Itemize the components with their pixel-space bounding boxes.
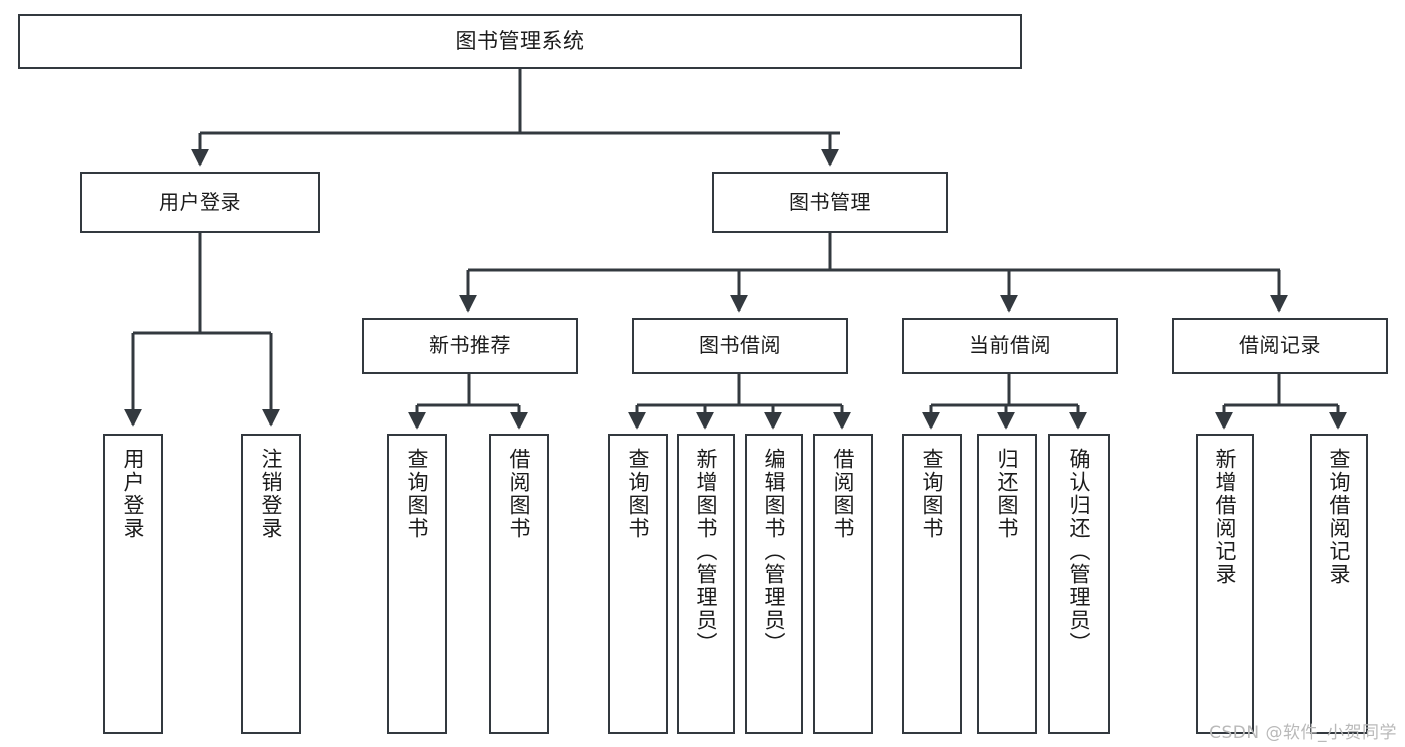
node-label: 新书推荐 (429, 333, 511, 358)
node-label: 图书管理 (789, 189, 871, 214)
node-label: 确认归还（管理员） (1067, 448, 1092, 655)
node-borrow-record[interactable]: 借阅记录 (1172, 318, 1388, 374)
node-leaf-return-book[interactable]: 归还图书 (977, 434, 1037, 734)
node-leaf-add-record[interactable]: 新增借阅记录 (1196, 434, 1254, 734)
node-label: 查询图书 (920, 448, 945, 540)
node-label: 借阅记录 (1239, 333, 1321, 358)
csdn-watermark: CSDN @软件_小贺同学 (1209, 723, 1397, 743)
node-label: 归还图书 (995, 448, 1020, 540)
node-label: 当前借阅 (969, 333, 1051, 358)
node-label: 注销登录 (259, 448, 284, 540)
node-user-login[interactable]: 用户登录 (80, 172, 320, 233)
node-label: 图书管理系统 (455, 29, 585, 54)
node-label: 查询借阅记录 (1327, 448, 1352, 586)
node-current-borrow[interactable]: 当前借阅 (902, 318, 1118, 374)
node-leaf-edit-book[interactable]: 编辑图书（管理员） (745, 434, 803, 734)
node-leaf-query-book-3[interactable]: 查询图书 (902, 434, 962, 734)
node-leaf-user-logout[interactable]: 注销登录 (241, 434, 301, 734)
node-label: 新增图书（管理员） (694, 448, 719, 655)
node-label: 编辑图书（管理员） (762, 448, 787, 655)
node-root-book-management-system[interactable]: 图书管理系统 (18, 14, 1022, 69)
node-label: 查询图书 (405, 448, 430, 540)
node-leaf-user-login[interactable]: 用户登录 (103, 434, 163, 734)
node-label: 新增借阅记录 (1213, 448, 1238, 586)
node-label: 借阅图书 (507, 448, 532, 540)
node-leaf-borrow-book-1[interactable]: 借阅图书 (489, 434, 549, 734)
node-leaf-query-record[interactable]: 查询借阅记录 (1310, 434, 1368, 734)
node-leaf-add-book[interactable]: 新增图书（管理员） (677, 434, 735, 734)
node-leaf-query-book-2[interactable]: 查询图书 (608, 434, 668, 734)
node-book-manage[interactable]: 图书管理 (712, 172, 948, 233)
node-leaf-confirm-return[interactable]: 确认归还（管理员） (1048, 434, 1110, 734)
node-label: 借阅图书 (831, 448, 856, 540)
node-book-borrow[interactable]: 图书借阅 (632, 318, 848, 374)
node-leaf-borrow-book-2[interactable]: 借阅图书 (813, 434, 873, 734)
node-label: 图书借阅 (699, 333, 781, 358)
node-leaf-query-book-1[interactable]: 查询图书 (387, 434, 447, 734)
node-new-book-recommend[interactable]: 新书推荐 (362, 318, 578, 374)
node-label: 用户登录 (121, 448, 146, 540)
node-label: 查询图书 (626, 448, 651, 540)
node-label: 用户登录 (159, 189, 241, 214)
